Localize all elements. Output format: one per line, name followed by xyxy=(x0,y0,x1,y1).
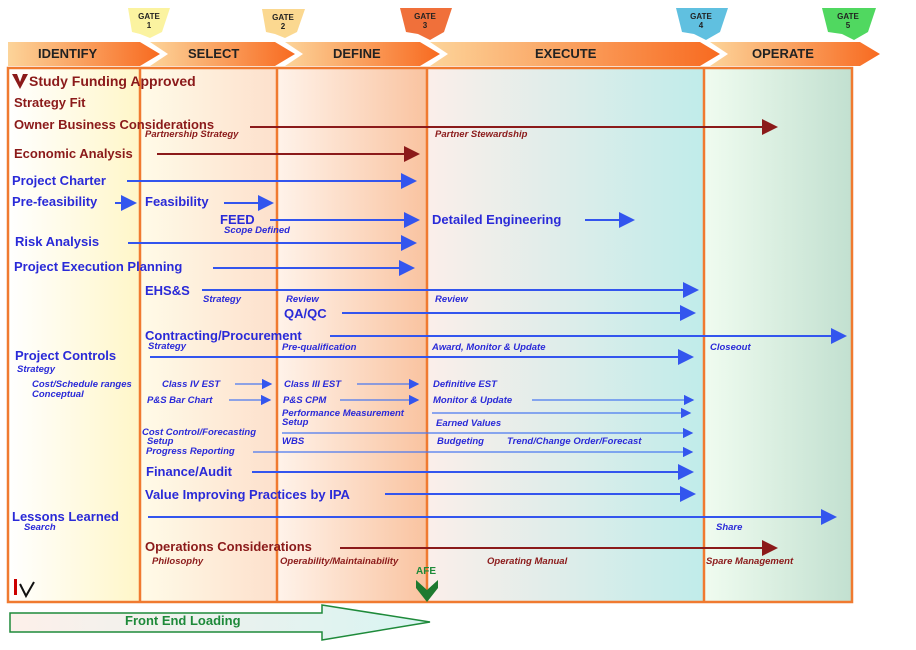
gate-1-flag xyxy=(128,8,170,38)
ehss-strategy-label: Strategy xyxy=(203,294,242,305)
gate-label: GATE xyxy=(837,12,859,21)
feed-label: FEED xyxy=(220,212,255,227)
gate-4-flag xyxy=(676,8,728,40)
gate-label: GATE xyxy=(690,12,712,21)
cost-control-setup-label: Setup xyxy=(147,436,174,447)
ehss-label: EHS&S xyxy=(145,283,190,298)
cost-schedule-label: Cost/Schedule ranges xyxy=(32,379,132,390)
phase-define xyxy=(285,42,440,66)
budgeting-label: Budgeting xyxy=(437,436,484,447)
phase-execute xyxy=(430,42,720,66)
feasibility-label: Feasibility xyxy=(145,194,209,209)
monitor-update-label: Monitor & Update xyxy=(433,395,513,406)
project-controls-label: Project Controls xyxy=(15,348,117,363)
trend-label: Trend/Change Order/Forecast xyxy=(507,436,642,447)
earned-values-label: Earned Values xyxy=(436,418,502,429)
share-label: Share xyxy=(716,522,743,533)
contracting-label: Contracting/Procurement xyxy=(145,328,302,343)
operability-label: Operability/Maintainability xyxy=(280,556,399,567)
strategy-fit-label: Strategy Fit xyxy=(14,95,86,110)
owner-business-label: Owner Business Considerations xyxy=(14,117,215,132)
contracting-strategy-label: Strategy xyxy=(148,341,187,352)
class4-label: Class IV EST xyxy=(162,379,221,390)
partner-stewardship-label: Partner Stewardship xyxy=(435,129,528,140)
prefeasibility-label: Pre-feasibility xyxy=(12,194,98,209)
lessons-learned-label: Lessons Learned xyxy=(12,509,119,524)
identify-column xyxy=(8,68,140,602)
performance-measurement-label: Performance Measurement xyxy=(282,408,404,419)
front-end-loading-arrow xyxy=(9,604,431,641)
study-chevron-icon xyxy=(12,74,28,89)
phase-label-define: DEFINE xyxy=(333,46,381,61)
gate-label: GATE xyxy=(414,12,436,21)
spare-management-label: Spare Management xyxy=(706,556,794,567)
afe-label: AFE xyxy=(416,566,436,577)
study-funding-label: Study Funding Approved xyxy=(29,73,196,89)
wbs-label: WBS xyxy=(282,436,305,447)
phase-label-identify: IDENTIFY xyxy=(38,46,98,61)
finance-audit-label: Finance/Audit xyxy=(146,464,232,479)
cpm-label: P&S CPM xyxy=(283,395,327,406)
gate-3-flag xyxy=(400,8,452,40)
conceptual-label: Conceptual xyxy=(32,389,84,400)
gate-label: GATE xyxy=(272,13,294,22)
vip-label: Value Improving Practices by IPA xyxy=(145,487,350,502)
phase-select xyxy=(150,42,295,66)
phase-banner xyxy=(8,42,880,66)
gate-number: 3 xyxy=(422,21,428,30)
search-label: Search xyxy=(24,522,56,533)
pep-label: Project Execution Planning xyxy=(14,259,183,274)
logo-icon xyxy=(14,579,35,599)
cost-control-label: Cost Control/Forecasting xyxy=(142,427,257,438)
main-frame xyxy=(6,66,854,604)
phase-operate xyxy=(710,42,880,66)
controls-strategy-label: Strategy xyxy=(17,364,56,375)
class3-label: Class III EST xyxy=(284,379,342,390)
qaqc-label: QA/QC xyxy=(284,306,327,321)
gate-label: GATE xyxy=(138,12,160,21)
performance-setup-label: Setup xyxy=(282,417,309,428)
front-end-loading-label: Front End Loading xyxy=(125,613,241,628)
phase-label-execute: EXECUTE xyxy=(535,46,597,61)
select-column xyxy=(140,68,277,602)
ehss-review-label: Review xyxy=(435,294,468,305)
operating-manual-label: Operating Manual xyxy=(487,556,568,567)
phase-identify xyxy=(8,42,160,66)
economic-analysis-label: Economic Analysis xyxy=(14,146,133,161)
ehss-review-label: Review xyxy=(286,294,319,305)
gate-number: 5 xyxy=(845,21,851,30)
progress-reporting-label: Progress Reporting xyxy=(146,446,235,457)
prequalification-label: Pre-qualification xyxy=(282,342,357,353)
operations-considerations-label: Operations Considerations xyxy=(145,539,312,554)
definitive-label: Definitive EST xyxy=(433,379,497,390)
gate-number: 1 xyxy=(146,21,152,30)
scope-defined-label: Scope Defined xyxy=(224,225,290,236)
partnership-strategy-label: Partnership Strategy xyxy=(145,129,239,140)
philosophy-label: Philosophy xyxy=(152,556,204,567)
phase-label-select: SELECT xyxy=(188,46,240,61)
gate-2-flag xyxy=(262,9,305,38)
phase-label-operate: OPERATE xyxy=(752,46,814,61)
gate-number: 4 xyxy=(698,21,704,30)
award-label: Award, Monitor & Update xyxy=(432,342,546,353)
project-charter-label: Project Charter xyxy=(12,173,106,188)
risk-analysis-label: Risk Analysis xyxy=(15,234,100,249)
afe-chevron-icon xyxy=(416,580,438,602)
detailed-engineering-label: Detailed Engineering xyxy=(432,212,562,227)
closeout-label: Closeout xyxy=(710,342,751,353)
gate-number: 2 xyxy=(280,22,286,31)
gate-5-flag xyxy=(822,8,876,40)
bar-chart-label: P&S Bar Chart xyxy=(147,395,213,406)
